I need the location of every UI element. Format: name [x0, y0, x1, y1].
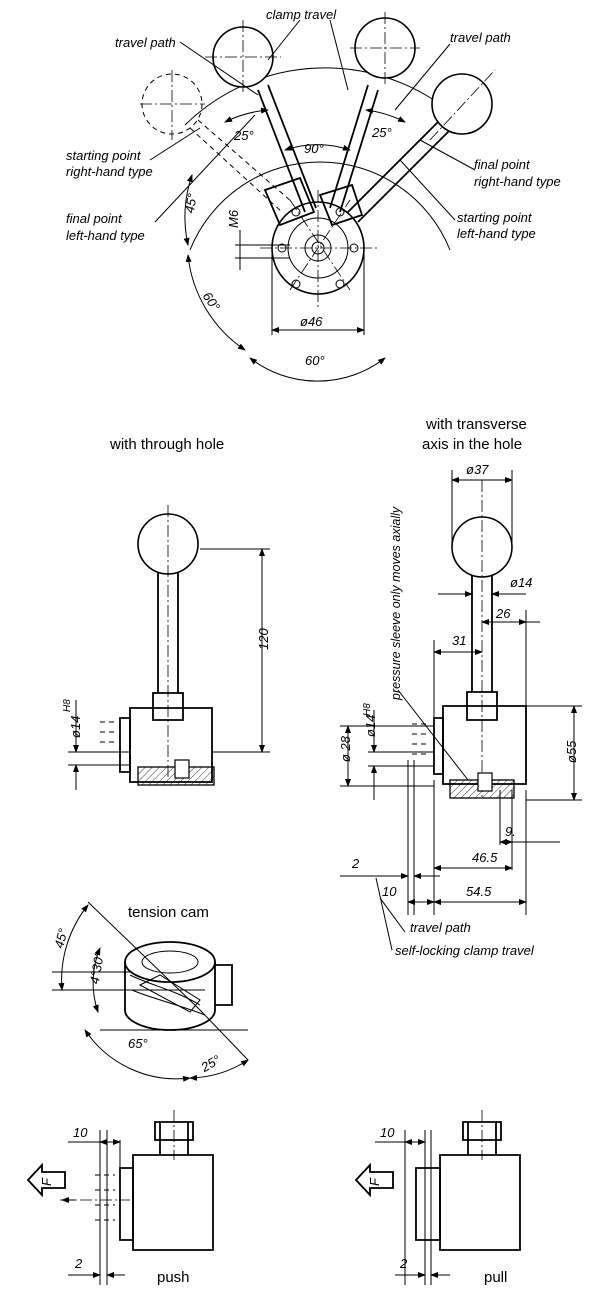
- dim-angle-25-cam: 25°: [197, 1052, 222, 1075]
- dim-2-pull: 2: [399, 1256, 408, 1271]
- dim-54-5: 54.5: [466, 884, 492, 899]
- force-label-push: F: [39, 1177, 54, 1186]
- through-hole-view: with through hole 120 ø14 H8: [62, 436, 271, 790]
- travel-arc: [184, 67, 466, 126]
- label-start-right-1: starting point: [66, 148, 142, 163]
- dim-diameter-28: ø 28: [338, 735, 353, 762]
- label-final-right-1: final point: [474, 157, 531, 172]
- title-through-hole: with through hole: [109, 436, 224, 453]
- dim-2: 2: [351, 856, 360, 871]
- dim-angle-25-left: 25°: [233, 128, 254, 143]
- dim-10: 10: [382, 884, 397, 899]
- dim-fit-h8-transverse: H8: [362, 703, 373, 716]
- push-view: 10 2 F push: [26, 1110, 214, 1286]
- dim-diameter-14: ø14: [68, 716, 83, 738]
- label-final-left-2: left-hand type: [66, 228, 145, 243]
- dim-angle-45-cam: 45°: [51, 927, 71, 950]
- dim-diameter-46: ø46: [300, 314, 323, 329]
- dim-angle-4-30: 4°30': [87, 953, 107, 985]
- dim-angle-45: 45°: [182, 192, 200, 214]
- dim-angle-60-left: 60°: [200, 289, 224, 314]
- tension-cam-view: tension cam 45° 4°30' 65° 25°: [51, 901, 249, 1082]
- label-final-left-1: final point: [66, 211, 123, 226]
- outer-travel-arc: [189, 161, 451, 251]
- dim-diameter-55: ø55: [564, 740, 579, 763]
- dim-10-push: 10: [73, 1125, 88, 1140]
- dim-diameter-14-side: ø14: [363, 715, 378, 737]
- dim-46-5: 46.5: [472, 850, 498, 865]
- title-transverse-2: axis in the hole: [422, 436, 522, 453]
- label-start-right-2: right-hand type: [66, 164, 153, 179]
- title-pull: pull: [484, 1269, 507, 1286]
- dim-thread-m6: M6: [226, 209, 241, 228]
- dim-angle-60-bottom: 60°: [305, 353, 325, 368]
- dim-fit-h8: H8: [62, 699, 73, 712]
- pull-view: 10 2 F pull: [354, 1110, 521, 1286]
- force-label-pull: F: [367, 1177, 382, 1186]
- dim-10-pull: 10: [380, 1125, 395, 1140]
- label-start-left-2: left-hand type: [457, 226, 536, 241]
- bolt-4: [335, 279, 345, 289]
- bolt-5: [291, 207, 301, 217]
- dim-height-120: 120: [256, 628, 271, 650]
- label-start-left-1: starting point: [457, 210, 533, 225]
- force-arrow-push: [26, 1162, 66, 1198]
- cam-top: [124, 941, 216, 983]
- label-travel-path-right: travel path: [450, 30, 511, 45]
- title-push: push: [157, 1269, 190, 1286]
- dim-2-push: 2: [74, 1256, 83, 1271]
- label-travel-path-left: travel path: [115, 35, 176, 50]
- title-tension-cam: tension cam: [128, 904, 209, 921]
- dim-diameter-14-top: ø14: [510, 575, 532, 590]
- label-self-locking: self-locking clamp travel: [395, 943, 535, 958]
- transverse-view: with transverse axis in the hole: [338, 416, 582, 958]
- bolt-3: [291, 279, 301, 289]
- ball-knob-far-right: [431, 73, 493, 135]
- dim-angle-65: 65°: [128, 1036, 148, 1051]
- label-final-right-2: right-hand type: [474, 174, 561, 189]
- bolt-6: [335, 207, 345, 217]
- label-clamp-travel: clamp travel: [266, 7, 337, 22]
- dim-angle-25-right: 25°: [371, 125, 392, 140]
- note-pressure-sleeve: pressure sleeve only moves axially: [389, 506, 403, 701]
- title-transverse-1: with transverse: [425, 416, 527, 433]
- top-view: clamp travel travel path travel path sta…: [66, 7, 561, 382]
- dim-angle-90: 90°: [304, 141, 324, 156]
- force-arrow-pull: [354, 1162, 394, 1198]
- dim-9: 9.: [505, 824, 516, 839]
- dim-26: 26: [495, 606, 511, 621]
- dim-diameter-37: ø37: [466, 462, 489, 477]
- dim-31: 31: [452, 633, 466, 648]
- label-travel-path-transverse: travel path: [410, 920, 471, 935]
